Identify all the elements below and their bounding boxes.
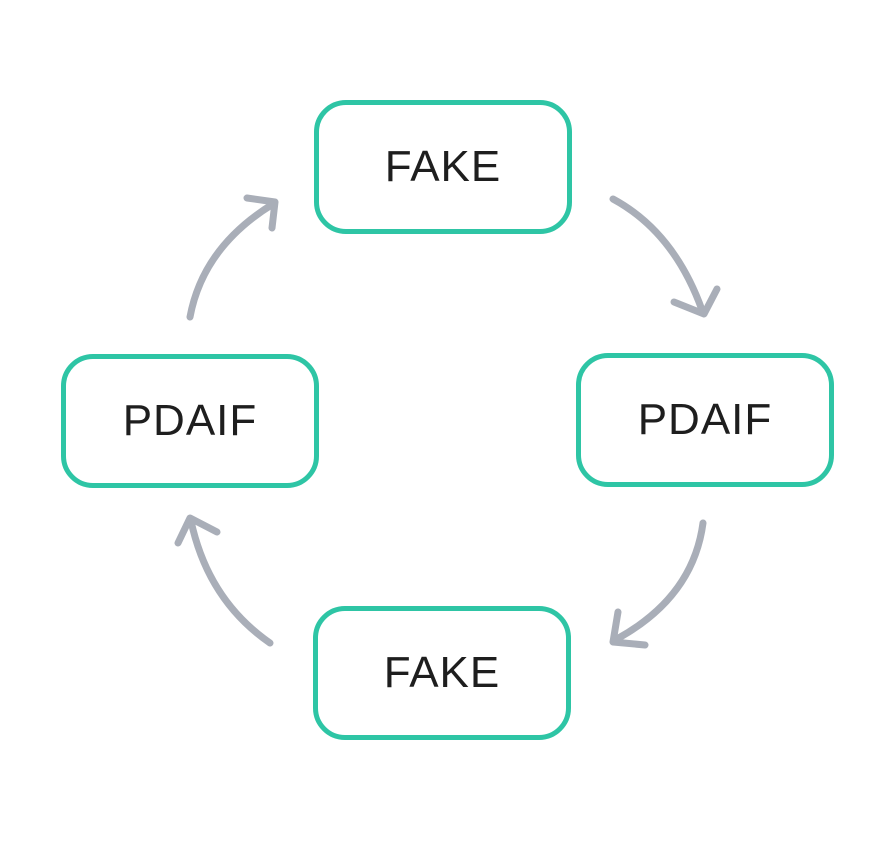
arrow-top-to-right bbox=[609, 195, 706, 314]
arrowhead-top-to-right-icon bbox=[670, 285, 721, 318]
arrowhead-right-to-bottom-icon bbox=[609, 608, 649, 649]
node-fake-bottom-label: FAKE bbox=[383, 648, 501, 697]
node-pdaif-left-label: PDAIF bbox=[122, 396, 258, 445]
arrowhead-left-to-top-icon bbox=[243, 194, 279, 232]
arrow-left-to-top bbox=[186, 200, 277, 321]
node-fake-bottom: FAKE bbox=[313, 606, 571, 740]
node-fake-top-label: FAKE bbox=[384, 142, 502, 191]
node-pdaif-left: PDAIF bbox=[61, 354, 319, 488]
arrow-right-to-bottom bbox=[611, 519, 707, 644]
node-fake-top: FAKE bbox=[314, 100, 572, 234]
arrowhead-bottom-to-left-icon bbox=[174, 514, 221, 547]
node-pdaif-right: PDAIF bbox=[576, 353, 834, 487]
arrow-bottom-to-left bbox=[187, 517, 274, 647]
node-pdaif-right-label: PDAIF bbox=[637, 395, 773, 444]
